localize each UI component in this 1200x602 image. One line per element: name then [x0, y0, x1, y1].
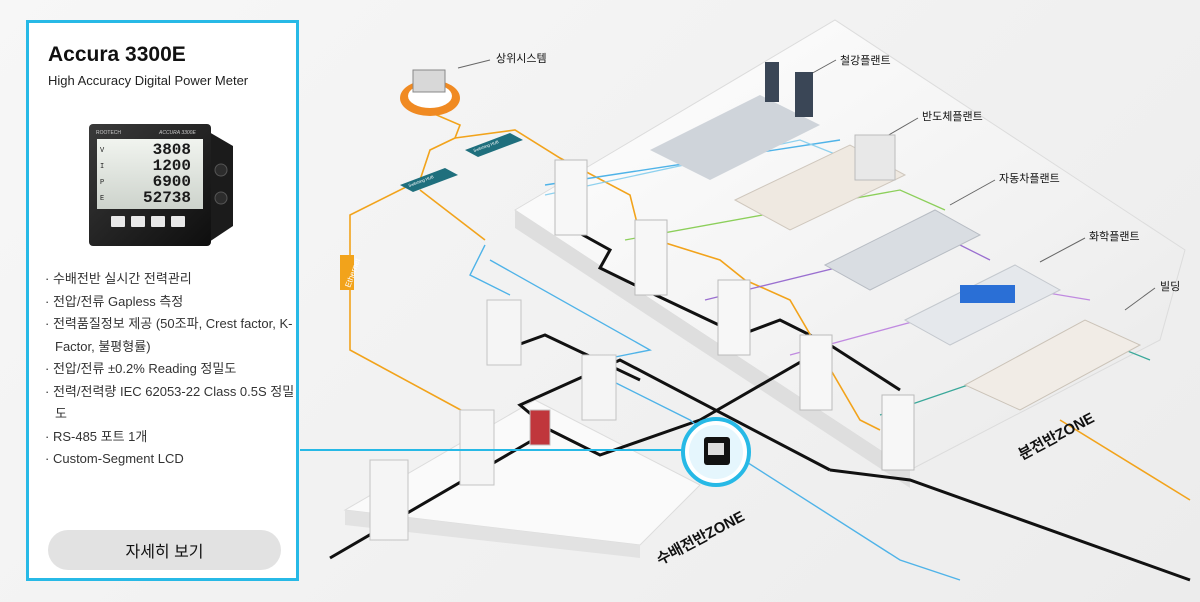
plant-platform-edge: [515, 210, 910, 488]
meter-reading-e: 52738: [143, 189, 191, 207]
label-leader: [949, 179, 996, 206]
auto-plant-label: 자동차플랜트: [999, 172, 1060, 185]
distribution-panels: [554, 159, 915, 471]
feature-item: RS-485 포트 1개: [45, 426, 297, 449]
meter-keypad: [111, 216, 185, 227]
highlighted-meter-display: [708, 443, 724, 455]
meter-label-p: P: [100, 179, 104, 187]
feature-item: 수배전반 실시간 전력관리: [45, 268, 297, 291]
chemical-plant-label: 화학플랜트: [1089, 230, 1140, 243]
upper-system-monitor-icon: [412, 69, 446, 93]
meter-reading-p: 6900: [153, 173, 191, 191]
meter-reading-i: 1200: [153, 157, 191, 175]
meter-label-i: I: [100, 163, 104, 171]
label-leader: [457, 59, 491, 69]
feature-item: Custom-Segment LCD: [45, 448, 297, 471]
product-subtitle: High Accuracy Digital Power Meter: [48, 73, 249, 88]
substation-panels: [369, 299, 617, 541]
feature-item: 전압/전류 ±0.2% Reading 정밀도: [45, 358, 297, 381]
power-meter-image: ROOTECH ACCURA 3300E V I P E 3808 1200 6…: [89, 124, 233, 246]
switching-hub-2: Switching HUB: [465, 133, 523, 157]
label-leader: [1124, 287, 1156, 311]
meter-brand: ROOTECH: [96, 130, 121, 136]
feature-list: 수배전반 실시간 전력관리 전압/전류 Gapless 측정 전력품질정보 제공…: [45, 268, 297, 471]
meter-label-e: E: [100, 195, 104, 203]
meter-label-v: V: [100, 147, 105, 155]
meter-model: ACCURA 3300E: [158, 130, 196, 136]
switching-hub-1: Switching HUB: [400, 168, 458, 192]
semiconductor-plant-illustration: [733, 134, 907, 231]
auto-plant-illustration: [823, 209, 982, 291]
meter-reading-v: 3808: [153, 141, 191, 159]
chemical-plant-illustration: [903, 264, 1062, 346]
building-illustration: [963, 319, 1142, 411]
semiconductor-plant-label: 반도체플랜트: [922, 110, 983, 123]
product-name: Accura 3300E: [48, 43, 186, 66]
system-diagram: 상위시스템 Switching HUB Switching HUB Ethern…: [300, 19, 1191, 582]
feature-item: 전력/전력량 IEC 62053-22 Class 0.5S 정밀도: [45, 381, 297, 426]
detail-button[interactable]: 자세히 보기: [48, 530, 281, 570]
feature-item: 전압/전류 Gapless 측정: [45, 291, 297, 314]
building-label: 빌딩: [1160, 280, 1180, 293]
product-info-panel: Accura 3300E High Accuracy Digital Power…: [26, 20, 299, 581]
label-leader: [1039, 237, 1086, 263]
distribution-zone-label: 분전반ZONE: [1016, 410, 1097, 464]
ethernet-tag: Ethernet: [340, 255, 362, 290]
steel-plant-illustration: [650, 62, 820, 180]
substation-platform-edge: [345, 510, 640, 558]
feature-item: 전력품질정보 제공 (50조파, Crest factor, K-Factor,…: [45, 313, 297, 358]
steel-plant-label: 철강플랜트: [840, 54, 891, 67]
upper-system-label: 상위시스템: [496, 52, 547, 65]
